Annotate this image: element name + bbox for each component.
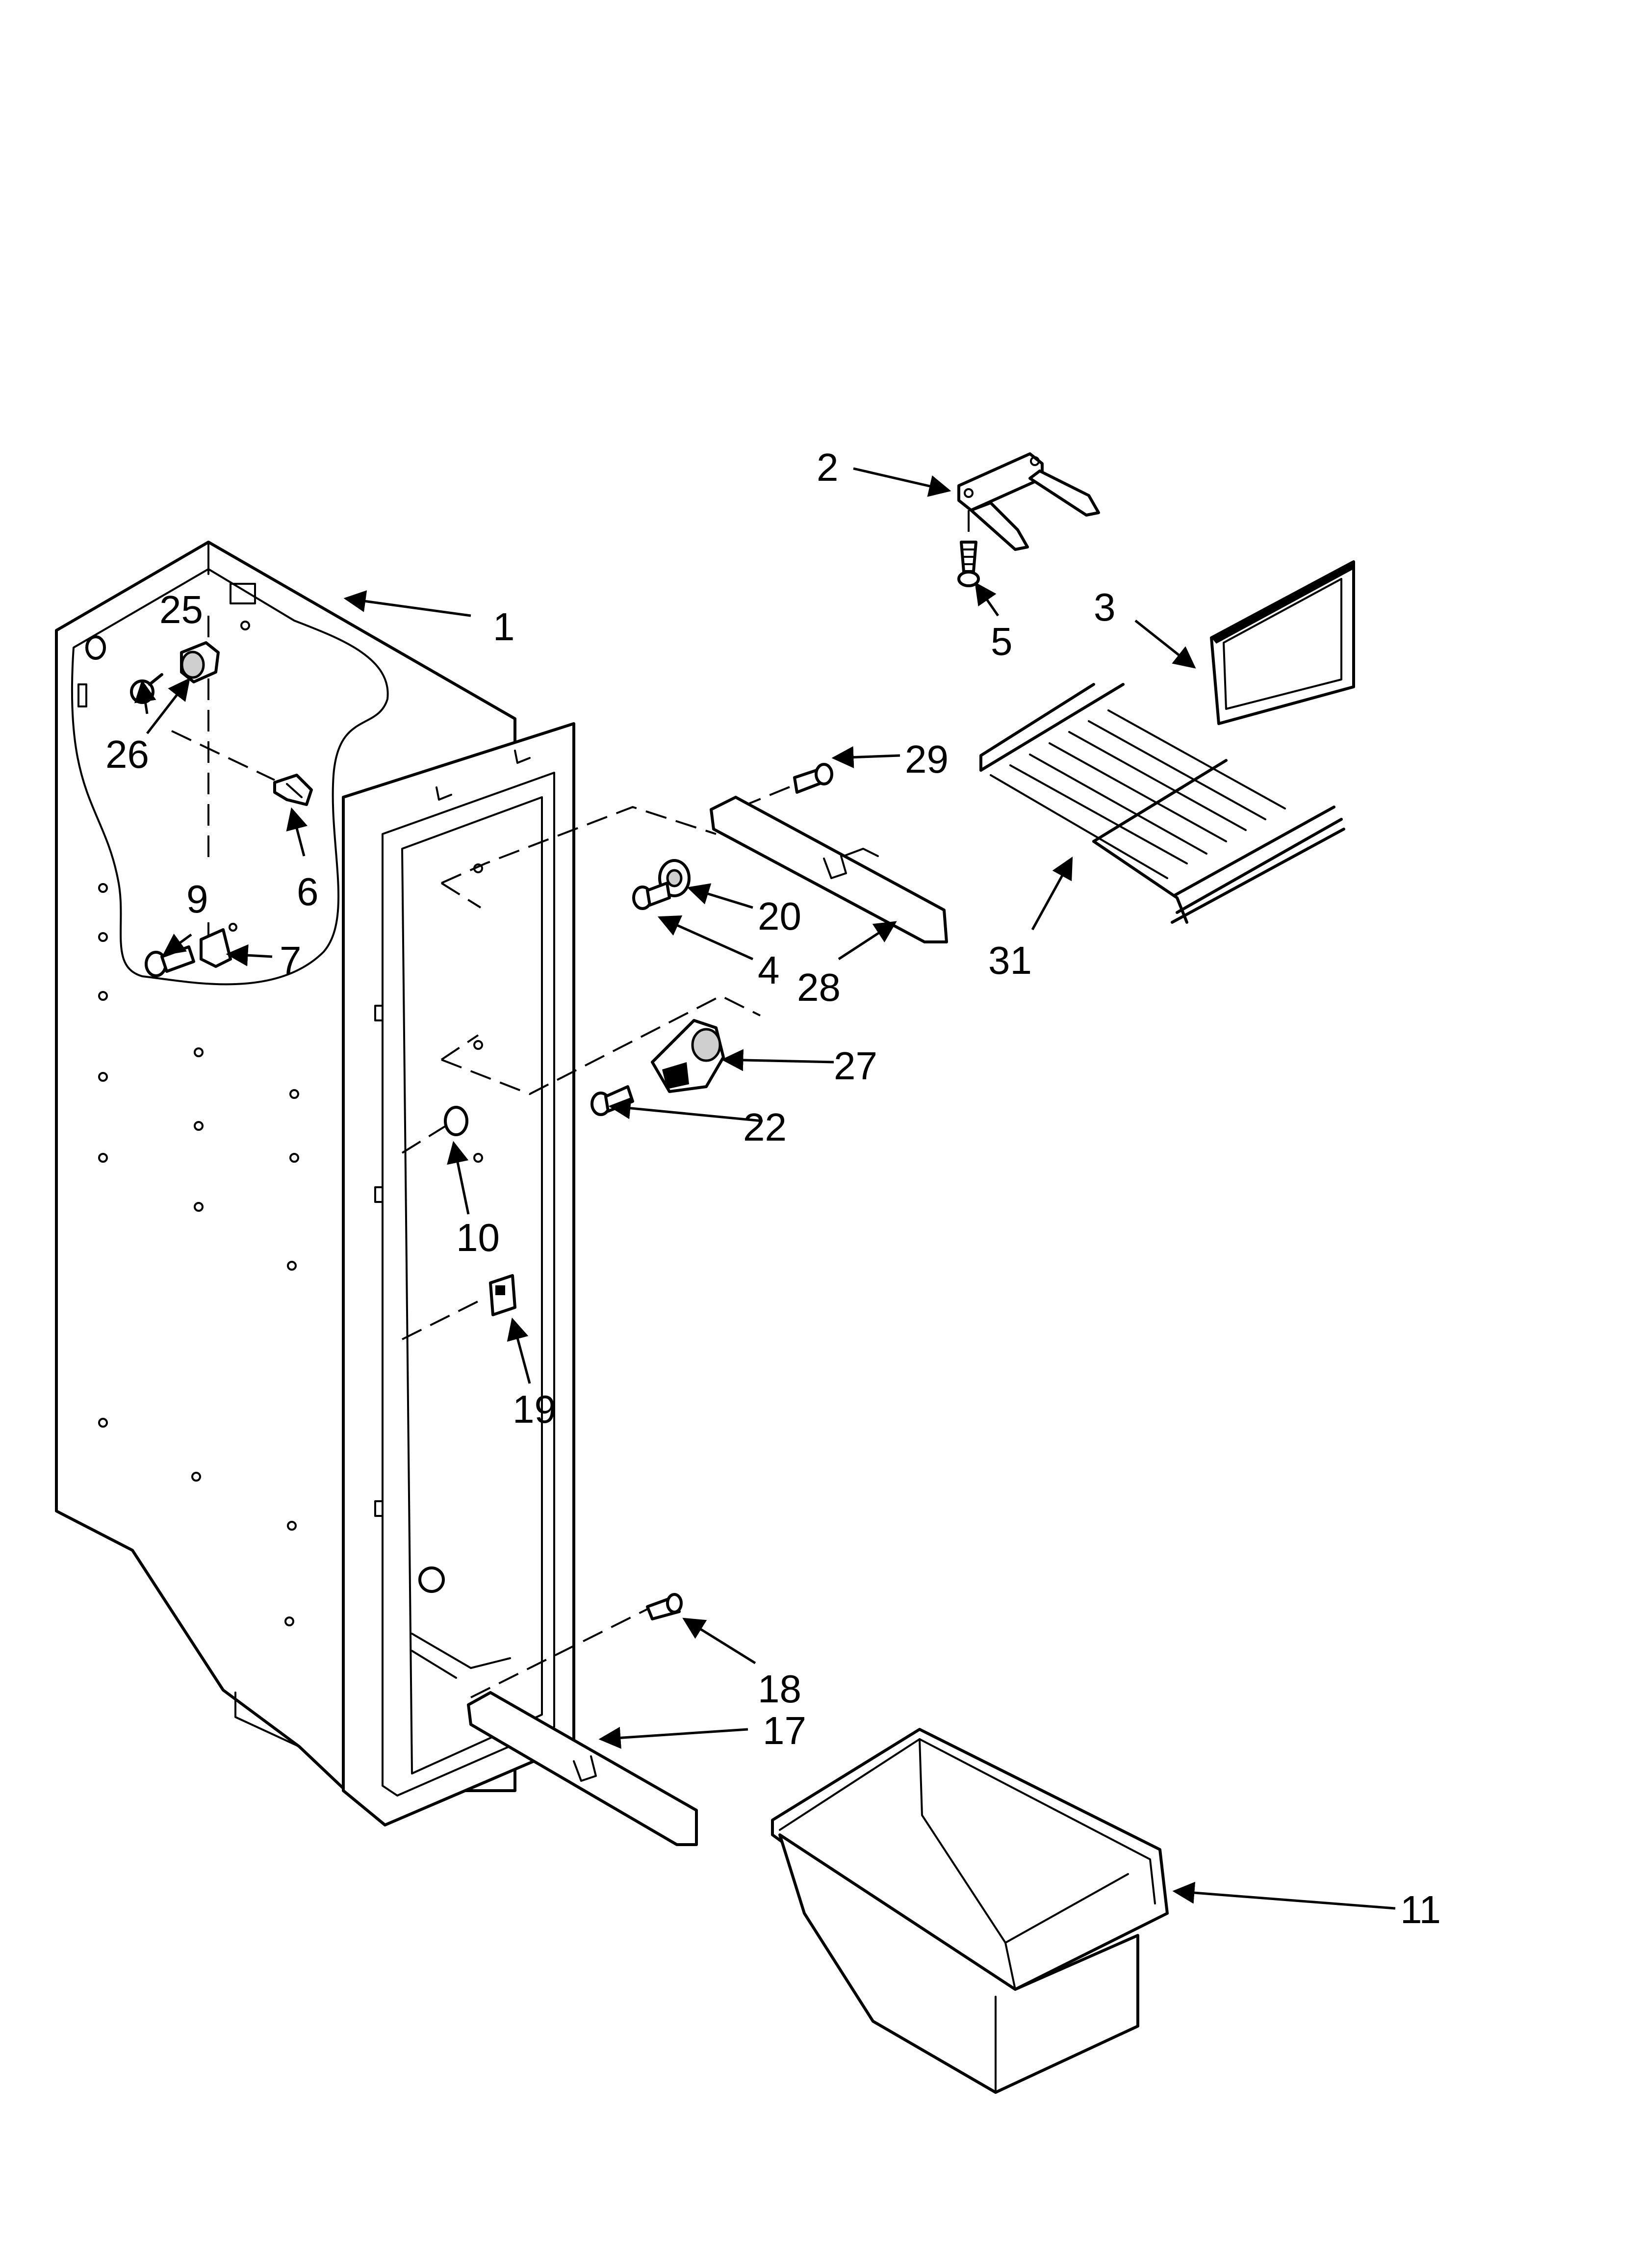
callout-29: 29	[905, 737, 949, 781]
callout-28: 28	[797, 965, 841, 1009]
pan-front	[1210, 560, 1355, 725]
screw-22	[590, 1085, 634, 1116]
callout-11: 11	[1400, 1888, 1441, 1931]
leader-arrows	[134, 467, 1396, 1910]
bracket-7	[200, 923, 237, 968]
screw-29	[793, 763, 833, 794]
wire-shelf	[979, 683, 1345, 924]
callout-18: 18	[758, 1667, 801, 1711]
callout-27: 27	[834, 1044, 877, 1088]
callout-9: 9	[186, 877, 208, 921]
shelf-rail-17	[467, 1691, 698, 1846]
callout-labels: 1 2 3 5 29 20 4 28 31 27 22 10 19 18 17 …	[105, 445, 1441, 1931]
switch-10	[444, 1106, 468, 1136]
callout-17: 17	[763, 1709, 806, 1752]
screw-5	[957, 510, 980, 587]
cabinet-holes	[98, 621, 483, 1626]
callout-5: 5	[991, 620, 1013, 663]
shelf-hanger-bracket	[957, 452, 1100, 551]
roller-bracket-27	[651, 1019, 725, 1093]
callout-4: 4	[758, 948, 780, 992]
callout-25: 25	[159, 588, 203, 631]
callout-7: 7	[280, 938, 302, 982]
screw-18	[646, 1593, 683, 1620]
cabinet-liner	[55, 541, 575, 1826]
callout-1: 1	[493, 605, 515, 649]
callout-3: 3	[1094, 585, 1116, 629]
callout-6: 6	[297, 870, 319, 913]
callout-19: 19	[513, 1387, 556, 1431]
clip-6	[273, 774, 313, 806]
switch-19	[489, 1274, 516, 1316]
shelf-rail-28	[710, 796, 948, 943]
screw-4	[632, 882, 671, 910]
callout-31: 31	[988, 938, 1032, 982]
callout-22: 22	[743, 1105, 787, 1149]
callout-20: 20	[758, 894, 801, 938]
light-socket	[180, 641, 220, 683]
callout-26: 26	[105, 732, 149, 776]
storage-bin	[771, 1728, 1169, 2094]
callout-10: 10	[456, 1216, 500, 1259]
callout-2: 2	[817, 445, 839, 489]
